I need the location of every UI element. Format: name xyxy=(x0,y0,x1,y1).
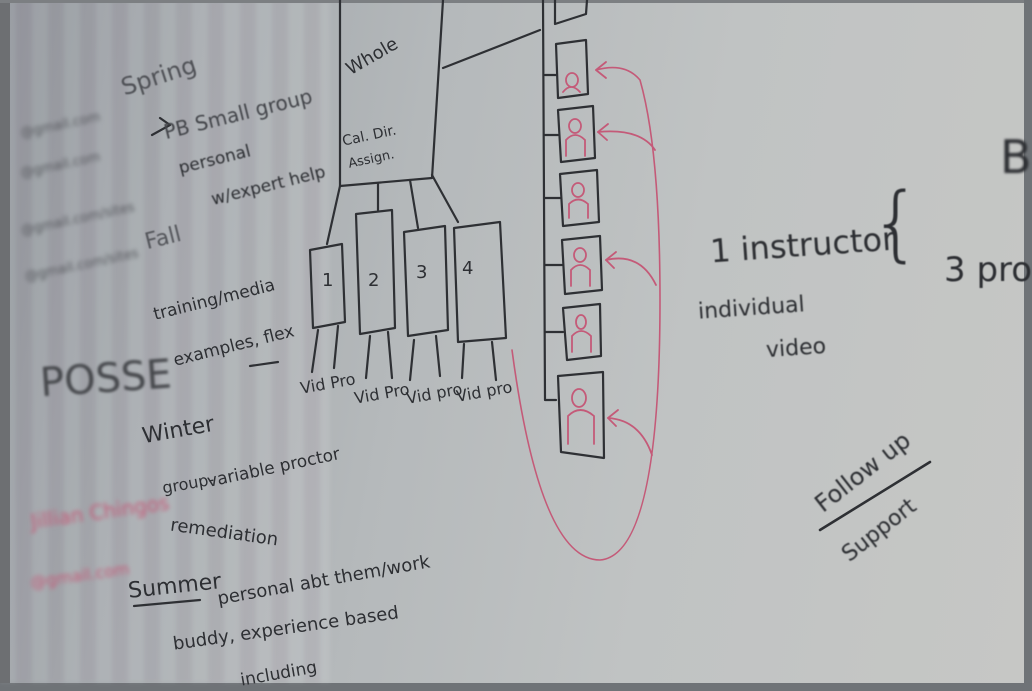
brace-symbol: { xyxy=(870,176,923,271)
summer-underline xyxy=(132,598,202,608)
video-note: video xyxy=(765,333,827,364)
red-arrow-3 xyxy=(605,257,657,286)
column-box-1 xyxy=(554,38,590,100)
box-4-number: 4 xyxy=(462,258,474,279)
edge-letter: B xyxy=(1000,130,1032,184)
box-3-outline xyxy=(402,224,450,338)
red-arrow-4 xyxy=(607,417,653,456)
box-1-number: 1 xyxy=(322,270,334,291)
red-loop-arrow xyxy=(511,66,661,561)
person-icon-2 xyxy=(565,118,586,157)
whiteboard-frame-left xyxy=(0,0,10,683)
window-blinds-reflection xyxy=(0,0,330,683)
posse-heading: POSSE xyxy=(38,351,174,407)
person-icon-4 xyxy=(570,247,591,287)
column-box-4 xyxy=(560,234,604,296)
whiteboard-frame-top xyxy=(0,0,1024,3)
column-box-2 xyxy=(556,104,597,164)
whole-box xyxy=(338,0,445,188)
person-icon-1 xyxy=(562,72,581,93)
three-pro-note: 3 pro xyxy=(944,250,1032,290)
follow-up-underline xyxy=(818,460,932,532)
flex-underline xyxy=(248,360,280,368)
box-2-outline xyxy=(354,208,397,336)
column-box-3 xyxy=(558,168,601,228)
box-3-number: 3 xyxy=(416,262,428,283)
spring-arrow xyxy=(150,116,172,137)
column-box-6 xyxy=(556,370,606,460)
person-icon-3 xyxy=(568,182,589,219)
box-4-outline xyxy=(452,220,508,344)
box-2-number: 2 xyxy=(368,270,380,291)
whole-connector xyxy=(441,28,542,70)
column-box-5 xyxy=(561,302,603,362)
box-1-outline xyxy=(308,242,347,330)
person-icon-5 xyxy=(571,314,592,353)
person-icon-6 xyxy=(567,388,595,445)
red-arrow-2 xyxy=(597,130,656,151)
spine-line xyxy=(541,0,558,402)
